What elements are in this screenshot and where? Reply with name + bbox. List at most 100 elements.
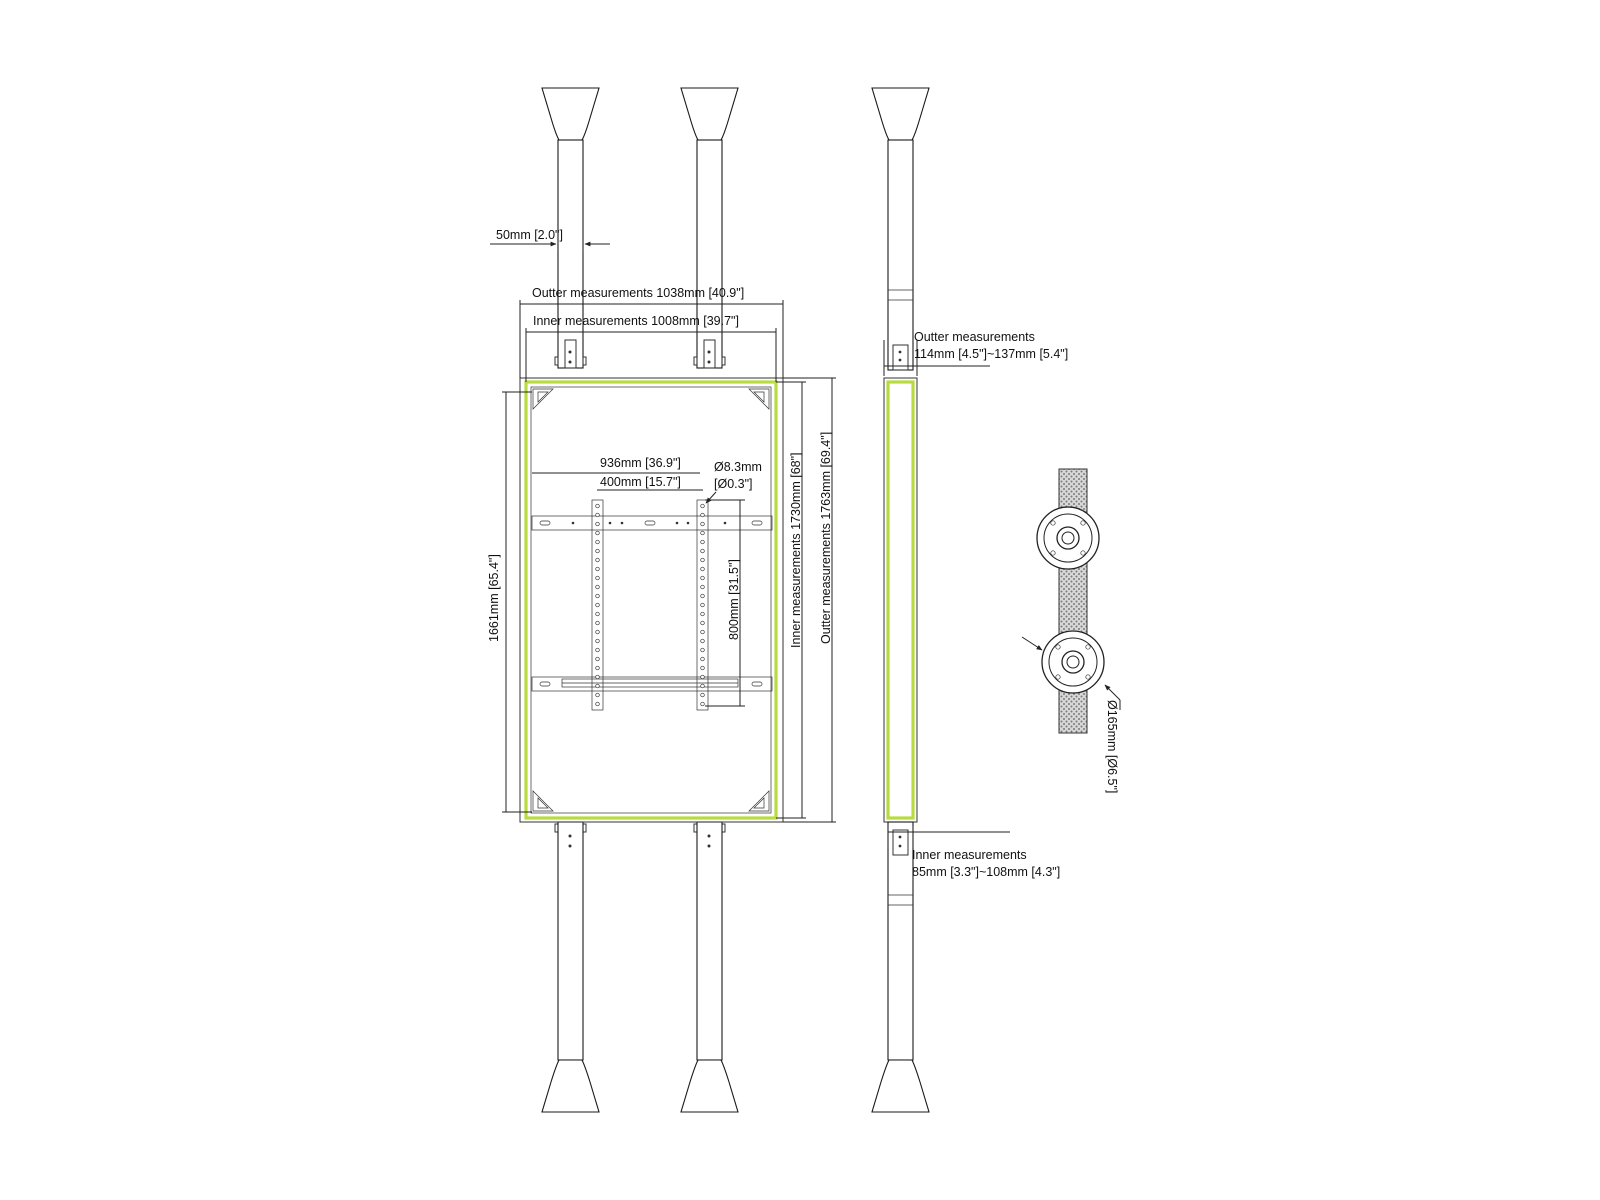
frame-height-label: 1661mm [65.4"] bbox=[487, 554, 501, 642]
vesa-arm-hole bbox=[595, 674, 600, 680]
vesa-arm-hole bbox=[595, 593, 600, 599]
outer-height-label: Outter measurements 1763mm [69.4"] bbox=[819, 432, 833, 644]
vesa-arm-hole bbox=[700, 557, 705, 563]
outer-depth-value: 114mm [4.5"]~137mm [5.4"] bbox=[914, 347, 1068, 361]
frame-corner-brackets bbox=[532, 388, 770, 812]
hole-diameter-mm-label: Ø8.3mm bbox=[714, 460, 762, 474]
vesa-arm-hole bbox=[595, 512, 600, 518]
vesa-arm-hole bbox=[700, 584, 705, 590]
vesa-arm-hole bbox=[700, 629, 705, 635]
vesa-arm-hole bbox=[595, 557, 600, 563]
vesa-outer-width-dimension: 936mm [36.9"] bbox=[532, 456, 700, 474]
vesa-arm-hole bbox=[700, 611, 705, 617]
vesa-arm-hole bbox=[700, 593, 705, 599]
side-top-pole bbox=[887, 139, 914, 371]
side-top-ceiling-cone bbox=[871, 87, 930, 141]
outer-height-dimension: Outter measurements 1763mm [69.4"] bbox=[783, 377, 836, 823]
vesa-arm-hole bbox=[595, 692, 600, 698]
vesa-arm-hole bbox=[595, 629, 600, 635]
inner-width-dimension: Inner measurements 1008mm [39.7"] bbox=[525, 314, 777, 382]
front-view: 50mm [2.0"] Outter measurements 1038mm [… bbox=[487, 87, 836, 1113]
vesa-arm-hole bbox=[595, 638, 600, 644]
top-right-ceiling-cone bbox=[680, 87, 739, 141]
inner-height-dimension: Inner measurements 1730mm [68"] bbox=[776, 381, 806, 819]
vesa-arm-hole bbox=[595, 701, 600, 707]
vesa-arm-hole bbox=[700, 548, 705, 554]
vesa-arm-hole bbox=[595, 548, 600, 554]
vesa-arm-hole bbox=[595, 521, 600, 527]
vesa-width-label: 400mm [15.7"] bbox=[600, 475, 681, 489]
bottom-right-floor-cone bbox=[680, 1059, 739, 1113]
side-view: Outter measurements 114mm [4.5"]~137mm [… bbox=[871, 87, 1068, 1113]
display-inner-frame-highlight bbox=[524, 380, 778, 820]
vesa-arm-hole bbox=[700, 638, 705, 644]
bottom-right-pole bbox=[696, 821, 723, 1061]
inner-height-label: Inner measurements 1730mm [68"] bbox=[789, 452, 803, 648]
outer-width-dimension: Outter measurements 1038mm [40.9"] bbox=[519, 286, 784, 378]
vesa-arm-hole bbox=[700, 647, 705, 653]
top-left-ceiling-cone bbox=[541, 87, 600, 141]
upper-flange bbox=[1036, 506, 1100, 570]
frame-height-dimension: 1661mm [65.4"] bbox=[487, 391, 532, 813]
vesa-arm-hole bbox=[700, 656, 705, 662]
outer-width-label: Outter measurements 1038mm [40.9"] bbox=[532, 286, 744, 300]
vesa-arm-hole bbox=[700, 683, 705, 689]
left-vesa-arm bbox=[591, 499, 604, 711]
vesa-arm-hole bbox=[700, 539, 705, 545]
display-outer-frame bbox=[519, 377, 784, 823]
vesa-arm-hole bbox=[700, 575, 705, 581]
vesa-arm-hole bbox=[595, 575, 600, 581]
vesa-arm-hole bbox=[700, 602, 705, 608]
vesa-arm-hole bbox=[595, 683, 600, 689]
outer-depth-title: Outter measurements bbox=[914, 330, 1035, 344]
pole-width-dimension: 50mm [2.0"] bbox=[490, 228, 610, 252]
outer-depth-dimension: Outter measurements 114mm [4.5"]~137mm [… bbox=[883, 330, 1068, 376]
upper-mounting-rail bbox=[531, 515, 773, 531]
vesa-arm-hole bbox=[595, 602, 600, 608]
vesa-arm-hole bbox=[700, 620, 705, 626]
bottom-left-pole bbox=[557, 821, 584, 1061]
lower-flange bbox=[1041, 630, 1105, 694]
vesa-arm-hole bbox=[700, 503, 705, 509]
vesa-width-dimension: 400mm [15.7"] bbox=[597, 475, 703, 491]
vesa-arm-hole bbox=[700, 692, 705, 698]
hole-diameter-callout: Ø8.3mm [Ø0.3"] bbox=[705, 460, 762, 504]
vesa-height-dimension: 800mm [31.5"] bbox=[705, 499, 745, 707]
vesa-arm-hole bbox=[700, 674, 705, 680]
vesa-arm-hole bbox=[595, 530, 600, 536]
vesa-arm-hole bbox=[700, 665, 705, 671]
bottom-left-floor-cone bbox=[541, 1059, 600, 1113]
inner-depth-title: Inner measurements bbox=[912, 848, 1027, 862]
vesa-arm-hole bbox=[700, 521, 705, 527]
vesa-outer-width-label: 936mm [36.9"] bbox=[600, 456, 681, 470]
vesa-arm-hole bbox=[595, 539, 600, 545]
top-left-pole bbox=[557, 139, 584, 369]
vesa-height-label: 800mm [31.5"] bbox=[727, 559, 741, 640]
inner-depth-value: 85mm [3.3"]~108mm [4.3"] bbox=[912, 865, 1060, 879]
top-pole-brackets bbox=[554, 339, 726, 369]
flange-diameter-callout: Ø165mm [Ø6.5"] bbox=[1021, 636, 1121, 793]
vesa-arm-hole bbox=[595, 620, 600, 626]
right-vesa-arm bbox=[696, 499, 709, 711]
vesa-arm-holes bbox=[595, 503, 705, 707]
pole-width-label: 50mm [2.0"] bbox=[496, 228, 563, 242]
vesa-arm-hole bbox=[595, 566, 600, 572]
inner-width-label: Inner measurements 1008mm [39.7"] bbox=[533, 314, 739, 328]
inner-depth-dimension: Inner measurements 85mm [3.3"]~108mm [4.… bbox=[887, 826, 1060, 879]
vesa-arm-hole bbox=[700, 701, 705, 707]
lower-mounting-rail bbox=[531, 676, 773, 692]
vesa-arm-hole bbox=[595, 665, 600, 671]
top-right-pole bbox=[696, 139, 723, 369]
side-display-highlight bbox=[886, 380, 915, 820]
hole-diameter-in-label: [Ø0.3"] bbox=[714, 477, 752, 491]
vesa-arm-hole bbox=[595, 503, 600, 509]
flange-detail-view: Ø165mm [Ø6.5"] bbox=[1021, 468, 1121, 793]
vesa-arm-hole bbox=[700, 530, 705, 536]
vesa-arm-hole bbox=[595, 647, 600, 653]
flange-diameter-label: Ø165mm [Ø6.5"] bbox=[1105, 700, 1119, 793]
vesa-arm-hole bbox=[595, 656, 600, 662]
vesa-arm-hole bbox=[595, 611, 600, 617]
side-bottom-pole bbox=[887, 821, 914, 1061]
vesa-arm-hole bbox=[700, 512, 705, 518]
